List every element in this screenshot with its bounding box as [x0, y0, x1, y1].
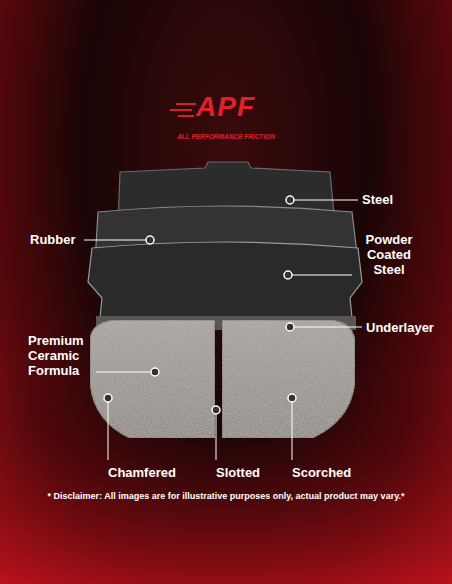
- part-label: Powder Coated Steel: [356, 232, 422, 277]
- feature-label: Chamfered: [108, 465, 198, 480]
- brand-logo: APF: [196, 92, 276, 122]
- feature-label: Slotted: [216, 465, 286, 480]
- disclaimer-note: * Disclaimer: All images are for illustr…: [6, 491, 446, 502]
- part-label: Rubber: [30, 232, 90, 247]
- part-label: Steel: [362, 192, 442, 207]
- brand-tagline: ALL PERFORMANCE FRICTION: [126, 133, 326, 141]
- part-label: Premium Ceramic Formula: [28, 333, 94, 378]
- part-label: Underlayer: [366, 320, 446, 335]
- feature-label: Scorched: [292, 465, 372, 480]
